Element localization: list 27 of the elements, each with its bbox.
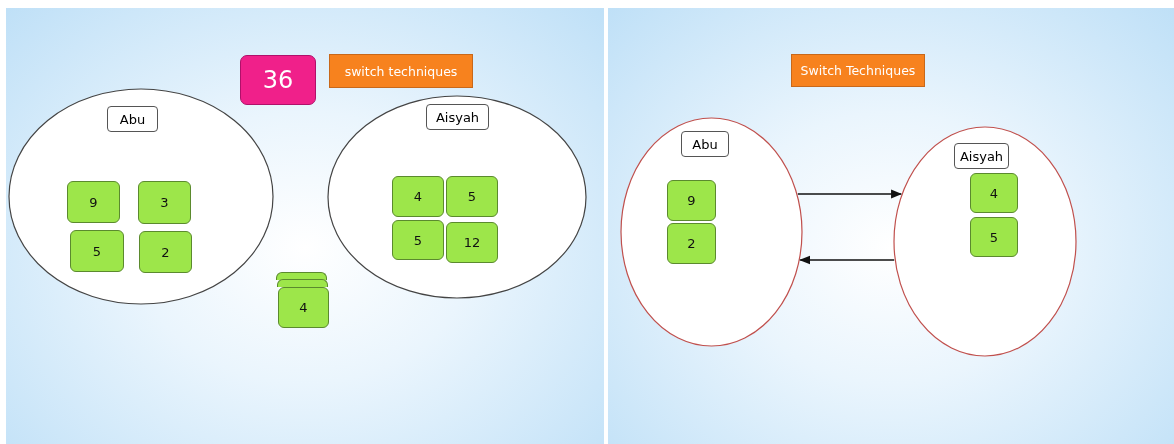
number-card: 5 xyxy=(392,220,444,260)
title-box: Switch Techniques xyxy=(791,54,925,87)
number-card: 3 xyxy=(138,181,191,224)
blank-card xyxy=(277,279,328,287)
number-card: 12 xyxy=(446,222,498,263)
arrow xyxy=(797,189,903,199)
number-card: 2 xyxy=(139,231,192,273)
number-card: 2 xyxy=(667,223,716,264)
number-card: 4 xyxy=(278,287,329,328)
name-label: Aisyah xyxy=(954,143,1009,169)
number-card: 5 xyxy=(446,176,498,217)
number-card: 5 xyxy=(970,217,1018,257)
group-ellipse xyxy=(893,126,1077,357)
arrow xyxy=(799,255,895,265)
group-ellipse xyxy=(327,95,587,299)
name-label: Abu xyxy=(107,106,158,132)
name-label: Aisyah xyxy=(426,104,489,130)
group-ellipse xyxy=(8,88,274,305)
title-box: switch techniques xyxy=(329,54,473,88)
number-card: 5 xyxy=(70,230,124,272)
number-card: 4 xyxy=(970,173,1018,213)
name-label: Abu xyxy=(681,131,729,157)
number-card: 9 xyxy=(667,180,716,221)
number-card: 9 xyxy=(67,181,120,223)
group-ellipse xyxy=(620,117,803,347)
number-box: 36 xyxy=(240,55,316,105)
number-card: 4 xyxy=(392,176,444,217)
